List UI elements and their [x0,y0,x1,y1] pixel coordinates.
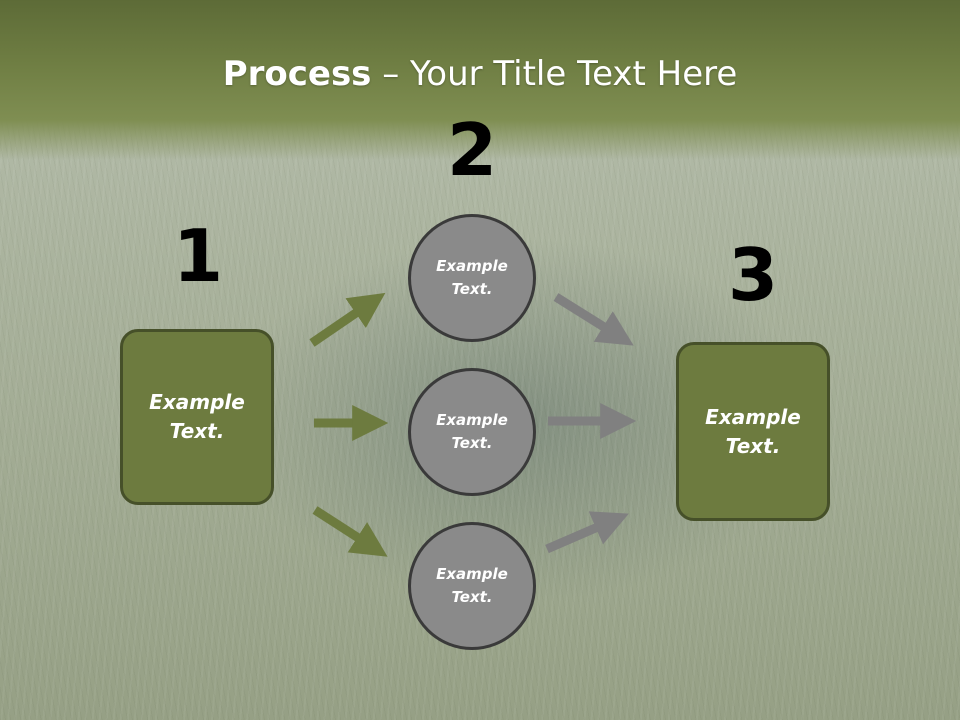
arrow-top-to-right [553,293,634,346]
step-number-2: 2 [446,108,498,192]
step-number-1: 1 [172,214,224,298]
circle-bottom-text: Example Text. [436,565,508,606]
arrow-left-to-bottom [312,506,388,557]
right-process-box-text: Example Text. [705,404,801,458]
circle-middle: Example Text. [408,368,536,496]
arrow-bottom-to-right [545,511,629,554]
header-band [0,0,960,160]
arrow-left-to-top [309,292,386,347]
step-number-3: 3 [727,233,779,317]
slide-title: Process – Your Title Text Here [0,52,960,96]
slide-title-bold: Process [222,54,372,94]
left-process-box: Example Text. [120,329,274,505]
slide-title-rest: – Your Title Text Here [371,54,738,94]
circle-top: Example Text. [408,214,536,342]
circle-top-text: Example Text. [436,257,508,298]
right-process-box: Example Text. [676,342,830,521]
left-process-box-text: Example Text. [149,390,245,443]
circle-middle-text: Example Text. [436,411,508,452]
circle-bottom: Example Text. [408,522,536,650]
